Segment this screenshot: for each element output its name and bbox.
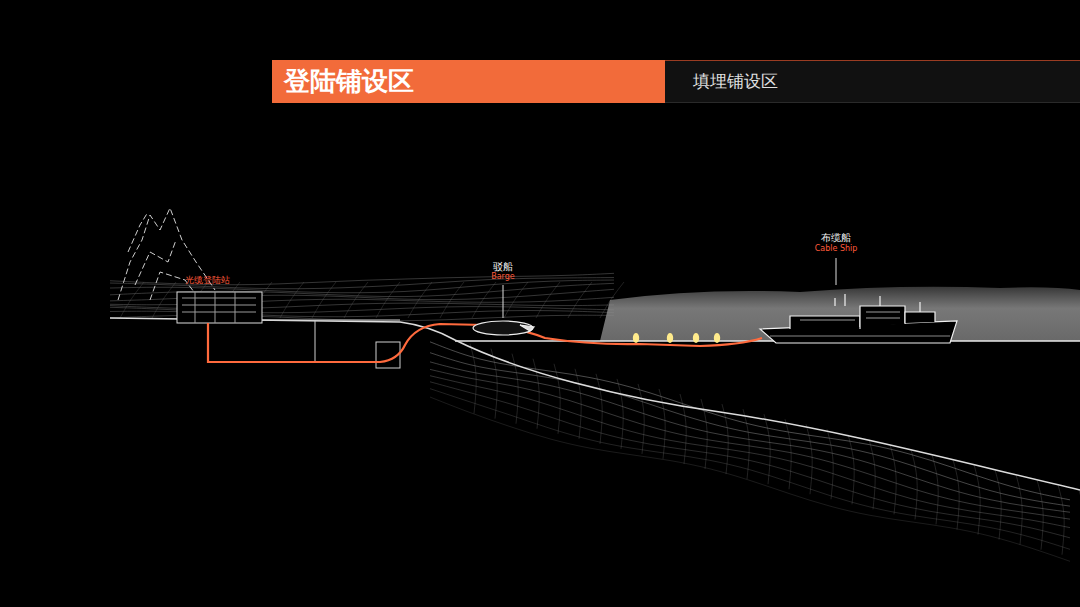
float-buoy [633, 333, 639, 343]
mesh-line [596, 374, 602, 444]
mesh-line [440, 282, 464, 318]
mesh-line [536, 282, 560, 318]
landing-station [177, 292, 262, 323]
mesh-line [890, 444, 896, 514]
mesh-line [722, 404, 728, 474]
mesh-line [430, 353, 1070, 506]
mesh-line [995, 470, 1001, 540]
mesh-line [1037, 480, 1043, 550]
mesh-line [638, 384, 644, 454]
mesh-line [152, 282, 176, 318]
float-buoy [714, 333, 720, 343]
mesh-line [470, 344, 476, 414]
mesh-line [568, 282, 592, 318]
mesh-line [120, 282, 144, 318]
mesh-line [430, 362, 1070, 512]
mesh-line [785, 419, 791, 489]
barge-label-en: Barge [491, 273, 515, 282]
mesh-line [869, 439, 875, 509]
mesh-line [764, 414, 770, 484]
mesh-line [827, 429, 833, 499]
station-label: 光缆登陆站 [185, 276, 230, 286]
mesh-line [953, 460, 959, 530]
mesh-line [430, 369, 1070, 519]
mesh-line [1079, 490, 1080, 560]
leader-line [836, 258, 837, 285]
mesh-line [491, 349, 497, 419]
mesh-line [504, 282, 528, 318]
active-tab-band: 登陆铺设区 [272, 60, 665, 103]
tab-title: 登陆铺设区 [284, 64, 414, 99]
tab-title: 填埋铺设区 [693, 70, 778, 93]
ship-label: 布缆船 [821, 232, 851, 243]
barge-label: 驳船 [493, 261, 513, 272]
mesh-line [533, 359, 539, 429]
mesh-line [312, 282, 336, 318]
mesh-line [680, 394, 686, 464]
barge [473, 321, 534, 335]
mesh-line [344, 282, 368, 318]
mesh-line [806, 424, 812, 494]
mesh-line [280, 282, 304, 318]
mesh-line [617, 379, 623, 449]
mesh-line [472, 282, 496, 318]
mesh-line [408, 282, 432, 318]
mesh-line [659, 389, 665, 459]
mesh-line [575, 369, 581, 439]
mesh-line [848, 434, 854, 504]
tunnel-outline [262, 320, 400, 368]
mesh-line [430, 397, 1070, 561]
mesh-line [376, 282, 400, 318]
seabed-profile [110, 318, 1080, 490]
mountain [118, 208, 215, 300]
mesh-line [430, 382, 1070, 538]
mesh-line [1058, 485, 1064, 555]
mesh-line [430, 376, 1070, 528]
float-buoy [667, 333, 673, 343]
mesh-line [554, 364, 560, 434]
water-line [455, 340, 1080, 342]
mesh-line [932, 454, 938, 524]
float-buoy [693, 333, 699, 343]
cable-floats [633, 333, 720, 343]
leader-line [503, 285, 504, 318]
cable-ship [760, 294, 957, 343]
mesh-line [911, 449, 917, 519]
mesh-line [430, 389, 1070, 550]
mesh-line [974, 465, 980, 535]
tab-band: 填埋铺设区 [665, 60, 1080, 103]
seabed-mesh [430, 342, 1080, 561]
mesh-line [743, 409, 749, 479]
mesh-line [1016, 475, 1022, 545]
ship-label-en: Cable Ship [815, 245, 858, 254]
